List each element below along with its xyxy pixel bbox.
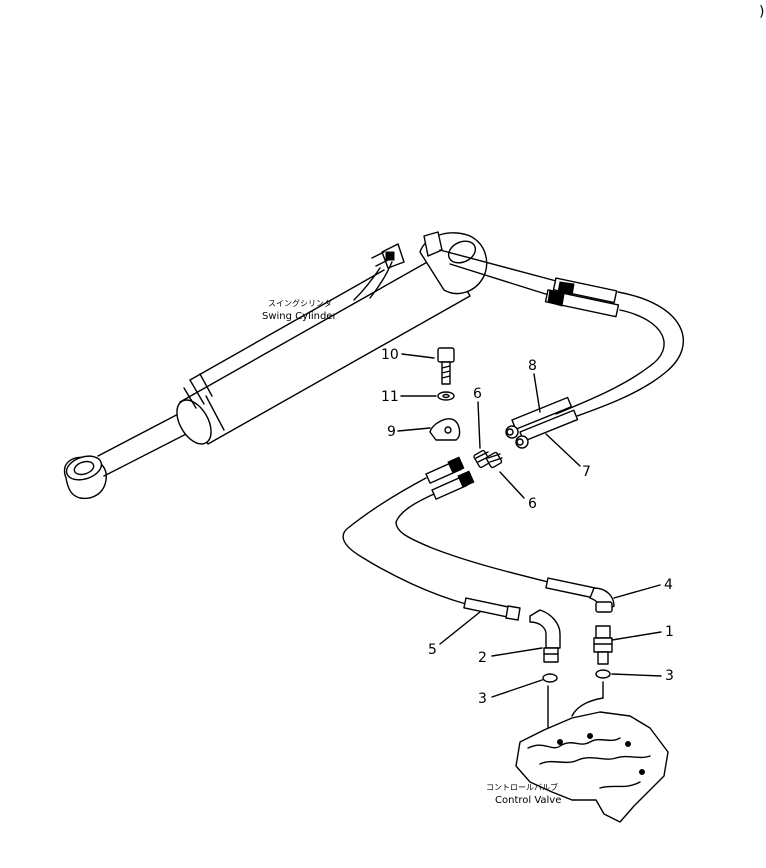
callout-5: 5 xyxy=(428,611,481,658)
washer-11 xyxy=(437,391,455,401)
control-valve-label-en: Control Valve xyxy=(495,795,561,806)
control-valve-label-jp: コントロールバルブ xyxy=(486,782,558,792)
lower-hoses xyxy=(342,456,549,605)
lower-tube-end-a xyxy=(425,456,465,484)
callout-2: 2 xyxy=(478,647,543,666)
svg-text:3: 3 xyxy=(665,668,674,684)
callout-3a: 3 xyxy=(478,679,543,707)
callout-6a: 6 xyxy=(473,386,482,449)
connector-1 xyxy=(593,625,613,665)
callouts: 10 11 9 6 6 8 7 4 xyxy=(381,347,674,707)
callout-1: 1 xyxy=(611,624,674,641)
svg-text:6: 6 xyxy=(473,386,482,402)
clamp-9 xyxy=(429,418,461,441)
o-ring-3a xyxy=(542,673,558,683)
elbow-hose-end-4 xyxy=(545,577,615,613)
upper-hoses xyxy=(439,249,684,421)
svg-text:3: 3 xyxy=(478,691,487,707)
control-valve: コントロールバルブ Control Valve xyxy=(486,681,669,823)
swing-cylinder-label-en: Swing Cylinder xyxy=(262,311,337,322)
callout-6b: 6 xyxy=(499,471,537,512)
callout-4: 4 xyxy=(613,577,673,599)
callout-9: 9 xyxy=(387,424,431,440)
svg-text:8: 8 xyxy=(528,358,537,374)
upper-hose-fitting-2 xyxy=(544,289,620,318)
callout-7: 7 xyxy=(545,433,591,480)
callout-10: 10 xyxy=(381,347,435,363)
svg-text:4: 4 xyxy=(664,577,673,593)
svg-text:1: 1 xyxy=(665,624,674,640)
hose-end-5 xyxy=(463,597,521,621)
svg-text:5: 5 xyxy=(428,642,437,658)
callout-11: 11 xyxy=(381,389,437,405)
swing-cylinder-label-jp: スイングシリンダ xyxy=(268,298,332,308)
adapter-6b xyxy=(485,451,503,469)
adapter-6a xyxy=(473,449,491,469)
swing-cylinder: スイングシリンダ Swing Cylinder xyxy=(63,231,488,500)
hose-assembly-8 xyxy=(505,396,573,439)
svg-text:10: 10 xyxy=(381,347,399,363)
svg-text:11: 11 xyxy=(381,389,399,405)
bolt-10 xyxy=(437,347,455,385)
svg-text:9: 9 xyxy=(387,424,396,440)
cylinder-barrel xyxy=(176,251,471,445)
callout-8: 8 xyxy=(528,358,541,413)
svg-text:7: 7 xyxy=(582,464,591,480)
svg-text:2: 2 xyxy=(478,650,487,666)
svg-text:6: 6 xyxy=(528,496,537,512)
piston-rod xyxy=(97,409,195,477)
callout-3b: 3 xyxy=(611,668,674,684)
rod-eye xyxy=(63,455,107,500)
hose-assembly-7 xyxy=(515,409,579,449)
elbow-2 xyxy=(529,609,561,663)
corner-mark: ) xyxy=(759,4,764,20)
o-ring-3b xyxy=(595,669,611,679)
